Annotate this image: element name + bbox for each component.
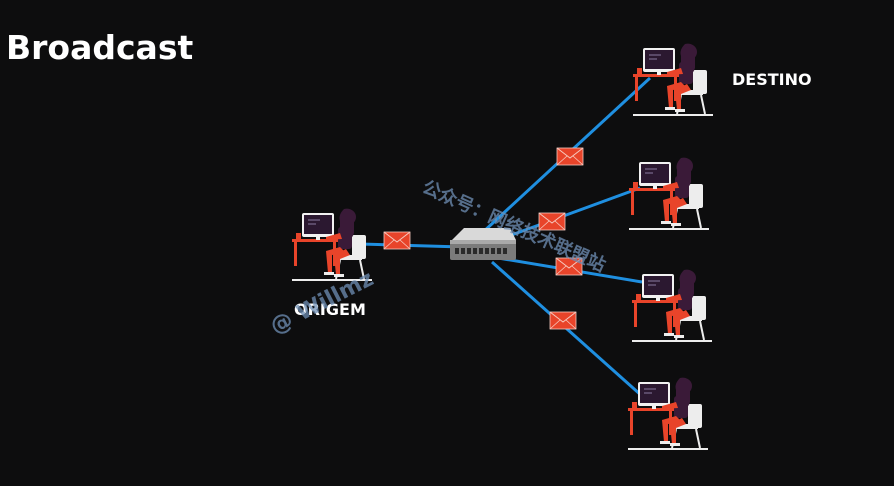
- origin-label: ORIGEM: [294, 300, 366, 319]
- network-switch-icon: [450, 228, 516, 260]
- destination-workstation-2-icon: [628, 156, 710, 231]
- diagram-title: Broadcast: [6, 28, 194, 67]
- link-destination-2: [497, 186, 641, 242]
- destination-label: DESTINO: [732, 70, 812, 89]
- destination-workstation-1-icon: [632, 42, 714, 117]
- envelope-icon: [556, 147, 584, 166]
- envelope-icon: [549, 311, 577, 330]
- envelope-icon: [383, 231, 411, 250]
- destination-workstation-3-icon: [631, 268, 713, 343]
- link-origin: [359, 242, 463, 249]
- destination-workstation-4-icon: [627, 376, 709, 451]
